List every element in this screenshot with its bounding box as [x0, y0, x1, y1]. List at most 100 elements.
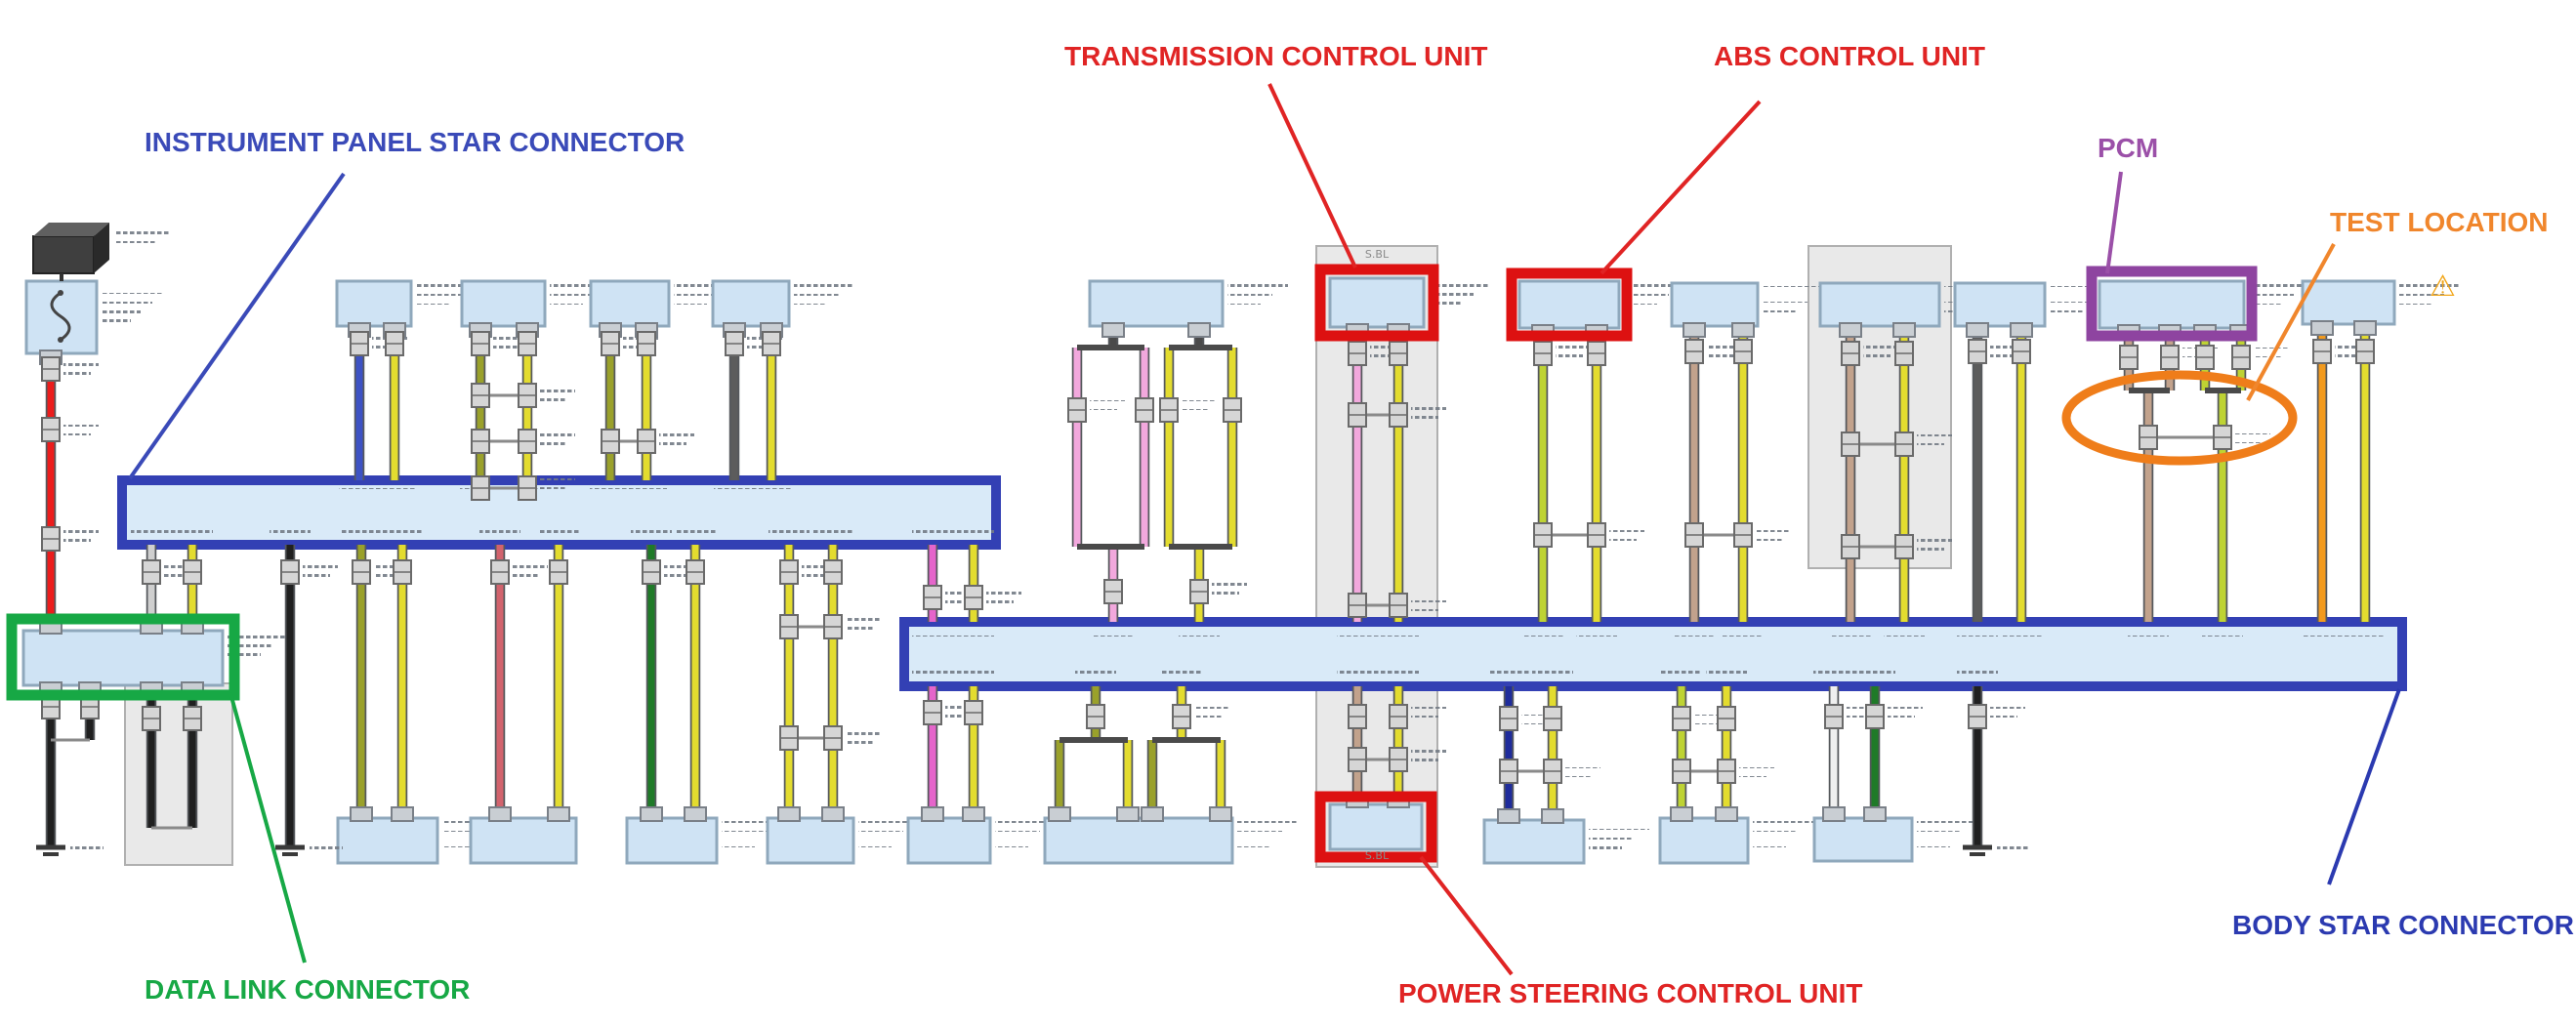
- tiny-label: [590, 488, 631, 495]
- data-link-connector-label: DATA LINK CONNECTOR: [145, 974, 471, 1005]
- tiny-label: [1576, 630, 1617, 637]
- ecu-box-3: [589, 279, 671, 328]
- tiny-label: [631, 529, 672, 536]
- tiny-label: [747, 343, 774, 349]
- tiny-label: [1378, 630, 1419, 637]
- ecu-box-11: [469, 816, 578, 865]
- tiny-label: [1521, 709, 1557, 716]
- tiny-label: [382, 529, 423, 536]
- battery-icon: [32, 235, 95, 274]
- tiny-label: [1589, 823, 1649, 830]
- pin: [1497, 808, 1520, 824]
- tiny-label: [1370, 352, 1397, 359]
- power-steering-control-unit-box: [1328, 802, 1424, 851]
- pin: [821, 806, 845, 822]
- tiny-label: [540, 394, 567, 401]
- tiny-label: [846, 617, 881, 624]
- tiny-label: [1556, 344, 1591, 350]
- tiny-label: [1763, 306, 1796, 312]
- tiny-label: [1917, 546, 1944, 553]
- pin: [1731, 322, 1755, 338]
- tiny-label: [1674, 630, 1715, 637]
- pcm-highlight: [2086, 266, 2258, 342]
- pin: [1670, 806, 1693, 822]
- tiny-label: [794, 284, 854, 291]
- transmission-control-unit-box: [1328, 276, 1426, 329]
- tiny-label: [1917, 434, 1952, 441]
- pin: [2010, 322, 2033, 338]
- tiny-label: [1957, 630, 1998, 637]
- tiny-label: [115, 241, 156, 248]
- tiny-label: [986, 596, 1014, 603]
- ecu-box-2: [460, 279, 547, 328]
- pin: [1116, 806, 1140, 822]
- tiny-label: [2249, 284, 2309, 291]
- tiny-label: [1863, 344, 1898, 350]
- tiny-label: [1830, 630, 1871, 637]
- tiny-label: [2128, 630, 2169, 637]
- tiny-label: [858, 831, 903, 838]
- data-link-connector-label-leader: [229, 692, 307, 964]
- warning-icon: ⚠: [2430, 269, 2456, 304]
- ecu-box-8: [1953, 281, 2047, 328]
- test-location-label-leader: [2246, 243, 2336, 401]
- tiny-label: [751, 488, 792, 495]
- tiny-label: [794, 304, 827, 310]
- tiny-label: [1161, 671, 1202, 678]
- harness-label-top: S.BL: [1364, 248, 1390, 261]
- tiny-label: [945, 712, 973, 719]
- ecu-box-15: [1043, 816, 1234, 865]
- tiny-label: [995, 821, 1056, 828]
- tiny-label: [953, 529, 994, 536]
- ecu-box-12: [625, 816, 719, 865]
- tiny-label: [858, 841, 892, 847]
- tiny-label: [339, 488, 380, 495]
- ecu-box-5: [1088, 279, 1225, 328]
- tiny-label: [1521, 718, 1549, 724]
- tiny-label: [1917, 841, 1950, 847]
- tiny-label: [1337, 671, 1378, 678]
- tiny-label: [2249, 304, 2282, 310]
- data-link-connector-box: [21, 629, 225, 687]
- tiny-label: [1990, 342, 2025, 349]
- tiny-label: [442, 841, 476, 847]
- tiny-label: [1182, 409, 1209, 416]
- tiny-label: [1707, 342, 1742, 349]
- tiny-label: [303, 562, 338, 569]
- tiny-label: [945, 596, 973, 603]
- tiny-label: [479, 529, 520, 536]
- tiny-label: [1237, 841, 1270, 847]
- tiny-label: [1194, 716, 1222, 722]
- tiny-label: [1411, 750, 1446, 757]
- transmission-control-unit-label-leader: [1267, 83, 1357, 268]
- tiny-label: [1888, 707, 1923, 714]
- pin: [1892, 322, 1916, 338]
- pin: [640, 806, 663, 822]
- tiny-label: [540, 478, 575, 485]
- pin: [1683, 322, 1706, 338]
- power-steering-control-unit-highlight: [1314, 791, 1437, 863]
- tiny-label: [1090, 400, 1125, 407]
- tiny-label: [493, 343, 520, 349]
- tiny-label: [995, 831, 1040, 838]
- tiny-label: [1756, 534, 1783, 541]
- body-star-connector-label-leader: [2327, 688, 2401, 885]
- tiny-label: [115, 230, 170, 237]
- tiny-label: [945, 588, 980, 595]
- tiny-label: [102, 297, 152, 304]
- tiny-label: [674, 304, 707, 310]
- tiny-label: [1411, 716, 1438, 722]
- tiny-label: [540, 487, 567, 494]
- tiny-label: [1763, 286, 1823, 293]
- tiny-label: [1813, 671, 1854, 678]
- tiny-label: [1227, 284, 1288, 291]
- ecu-box-14: [906, 816, 992, 865]
- tiny-label: [1411, 759, 1438, 765]
- tiny-label: [1370, 344, 1405, 350]
- tiny-label: [416, 304, 449, 310]
- tiny-label: [63, 429, 91, 435]
- tiny-label: [1990, 707, 2025, 714]
- tiny-label: [1917, 537, 1952, 544]
- transmission-control-unit-label: TRANSMISSION CONTROL UNIT: [1064, 41, 1488, 71]
